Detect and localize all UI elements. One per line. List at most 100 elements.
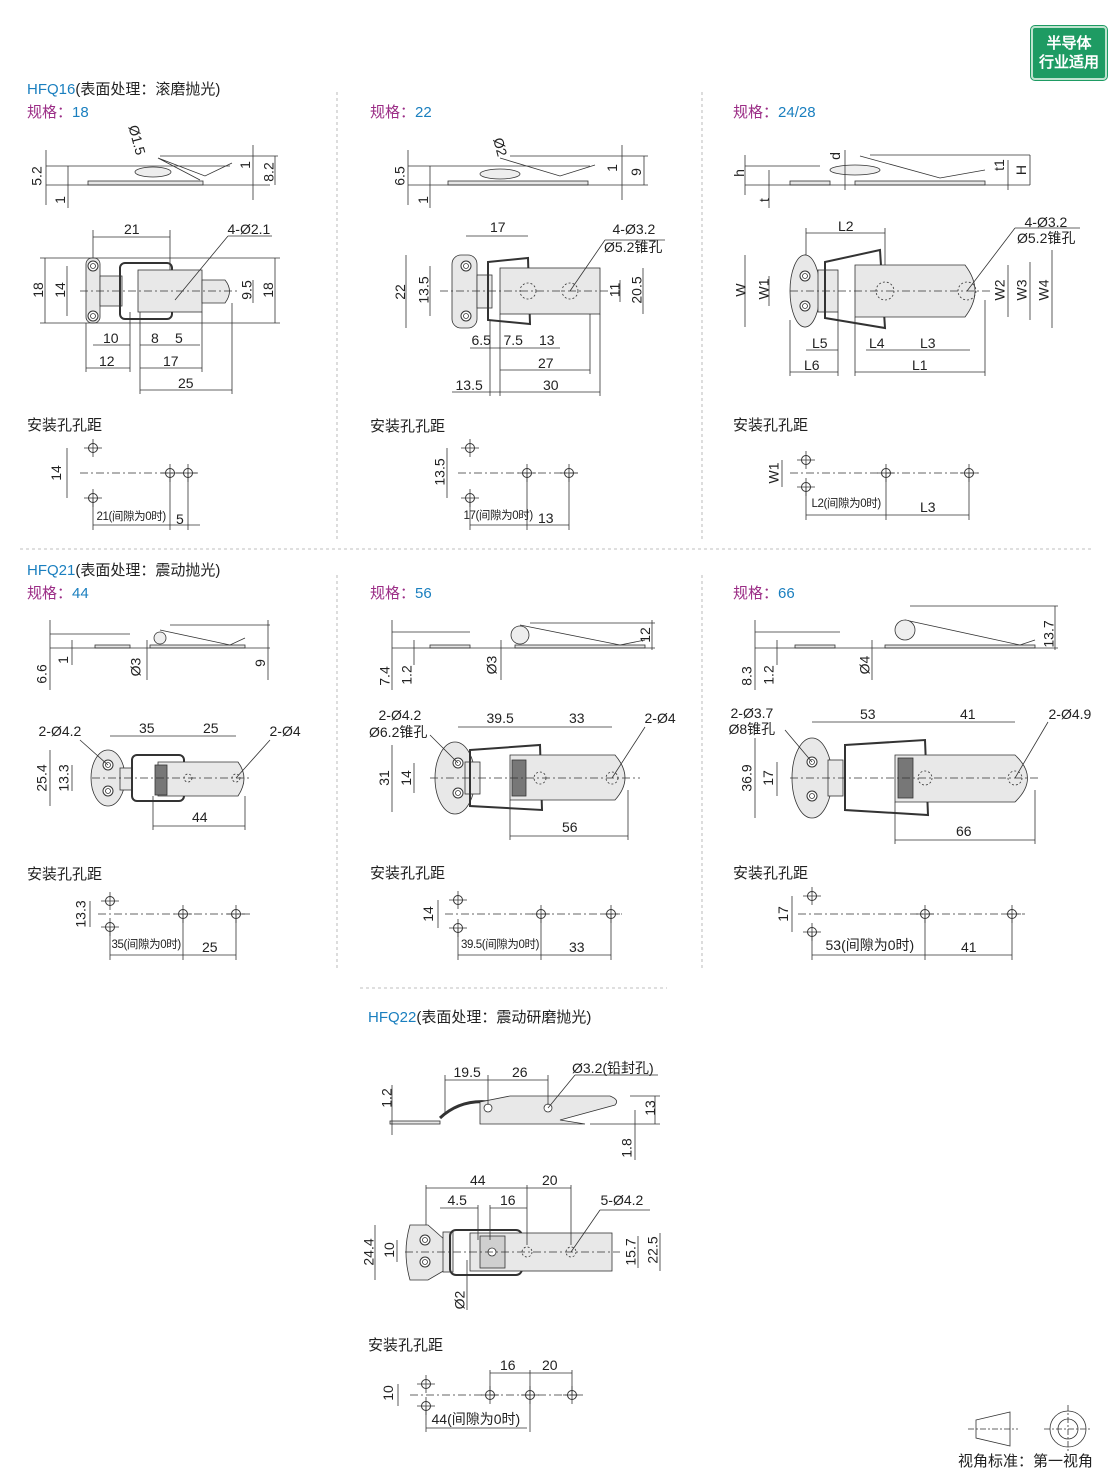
dimension-label: W4 bbox=[1035, 279, 1051, 301]
view-standard: 视角标准：第一视角 bbox=[958, 1453, 1094, 1470]
hole-spacing-label: 14 bbox=[419, 906, 436, 922]
dimension-label: 44 bbox=[470, 1172, 486, 1188]
dimension-label: W1 bbox=[755, 278, 771, 300]
spec-label: 规格： bbox=[733, 585, 779, 602]
p5-spec: 规格：56 bbox=[370, 585, 432, 603]
dimension-label: 2-Ø4.2 bbox=[378, 707, 422, 723]
dimension-label: 56 bbox=[562, 819, 578, 835]
model-name: HFQ22 bbox=[368, 1009, 417, 1026]
hole-spacing-label: L3 bbox=[920, 499, 936, 515]
dimension-label: 13 bbox=[539, 332, 555, 348]
install-hole-title: 安装孔孔距 bbox=[27, 417, 103, 434]
dimension-label: 18 bbox=[29, 282, 46, 298]
dimension-label: L3 bbox=[920, 335, 936, 351]
dimension-label: W bbox=[732, 283, 749, 297]
dimension-label: 14 bbox=[51, 282, 68, 298]
hole-spacing-label: 20 bbox=[542, 1357, 558, 1373]
p6-hole-diagram bbox=[791, 886, 1025, 960]
hole-spacing-label: 39.5(间隙为0时) bbox=[461, 939, 540, 951]
dimension-label: 12 bbox=[99, 353, 115, 369]
dimension-label: 9.5 bbox=[238, 280, 255, 300]
dimension-label: L6 bbox=[804, 357, 820, 373]
install-hole-title: 安装孔孔距 bbox=[370, 865, 446, 882]
dimension-label: 4-Ø3.2 bbox=[1024, 214, 1068, 230]
dimension-label: 27 bbox=[538, 355, 554, 371]
p4-title: HFQ21(表面处理：震动抛光) bbox=[27, 562, 220, 580]
first-angle-projection-icon bbox=[968, 1405, 1092, 1453]
dimension-label: 24.4 bbox=[360, 1238, 377, 1266]
hole-spacing-label: 10 bbox=[379, 1385, 396, 1401]
dimension-label: 10 bbox=[103, 330, 119, 346]
dimension-label: 6.5 bbox=[391, 166, 408, 186]
dimension-label: 8 bbox=[151, 330, 159, 346]
dimension-label: 5-Ø4.2 bbox=[600, 1192, 644, 1208]
dimension-label: 13.7 bbox=[1040, 620, 1057, 648]
spec-value: 44 bbox=[72, 585, 89, 602]
dimension-label: Ø2 bbox=[450, 1290, 467, 1310]
dimension-label: 8.2 bbox=[260, 162, 277, 182]
dimension-label: 20 bbox=[542, 1172, 558, 1188]
dimension-label: L5 bbox=[812, 335, 828, 351]
dimension-label: 6.5 bbox=[471, 332, 491, 348]
surface-finish: (表面处理：滚磨抛光) bbox=[75, 81, 221, 98]
p1-side-view bbox=[45, 145, 278, 208]
dimension-label: Ø6.2锥孔 bbox=[369, 724, 428, 740]
hole-spacing-label: 16 bbox=[500, 1357, 516, 1373]
dimension-label: 4.5 bbox=[447, 1192, 467, 1208]
dimension-label: 31 bbox=[375, 770, 392, 786]
p3-hole-diagram bbox=[781, 450, 980, 520]
dimension-label: Ø3 bbox=[482, 655, 499, 675]
dimension-label: 1.8 bbox=[618, 1138, 635, 1158]
spec-label: 规格： bbox=[370, 104, 416, 121]
hole-spacing-label: W1 bbox=[765, 462, 781, 484]
install-hole-title: 安装孔孔距 bbox=[368, 1337, 444, 1354]
dimension-label: 1.2 bbox=[378, 1088, 395, 1108]
spec-label: 规格： bbox=[370, 585, 416, 602]
dimension-label: 39.5 bbox=[486, 710, 514, 726]
dimension-label: 1.2 bbox=[760, 665, 777, 685]
p6-spec: 规格：66 bbox=[733, 585, 795, 603]
dimension-label: 25 bbox=[203, 720, 219, 736]
p2-top-view bbox=[405, 235, 665, 396]
dimension-label: 2-Ø3.7 bbox=[730, 705, 774, 721]
dimension-label: 5 bbox=[175, 330, 183, 346]
p7-side-view bbox=[389, 1074, 660, 1160]
dimension-label: 22.5 bbox=[644, 1236, 661, 1264]
dimension-label: 1 bbox=[54, 656, 71, 664]
dimension-label: 2-Ø4 bbox=[644, 710, 676, 726]
dimension-label: 22 bbox=[391, 284, 408, 300]
spec-value: 66 bbox=[778, 585, 795, 602]
spec-value: 18 bbox=[72, 104, 89, 121]
dimension-label: t1 bbox=[990, 159, 1007, 171]
dimension-label: 1.2 bbox=[398, 665, 415, 685]
spec-label: 规格： bbox=[27, 585, 73, 602]
dimension-label: 17 bbox=[163, 353, 179, 369]
p1-top-view bbox=[40, 230, 280, 394]
spec-value: 22 bbox=[415, 104, 432, 121]
dimension-label: 41 bbox=[960, 706, 976, 722]
dimension-label: 2-Ø4.2 bbox=[38, 723, 82, 739]
p2-spec: 规格：22 bbox=[370, 104, 432, 122]
dimension-label: 35 bbox=[139, 720, 155, 736]
dimension-label: 6.6 bbox=[33, 664, 50, 684]
dimension-label: Ø3.2(铅封孔) bbox=[572, 1060, 654, 1076]
dimension-label: L1 bbox=[912, 357, 928, 373]
dimension-label: 5.2 bbox=[28, 166, 45, 186]
dimension-label: 20.5 bbox=[628, 276, 645, 304]
dimension-label: 25 bbox=[178, 375, 194, 391]
spec-label: 规格： bbox=[733, 104, 779, 121]
dimension-label: 9 bbox=[251, 659, 268, 667]
install-hole-title: 安装孔孔距 bbox=[733, 865, 809, 882]
dimension-label: Ø4 bbox=[855, 655, 872, 675]
hole-spacing-label: 17 bbox=[774, 906, 791, 922]
dimension-label: t bbox=[755, 198, 772, 202]
dimension-label: 12 bbox=[636, 627, 653, 643]
dimension-label: 16 bbox=[500, 1192, 516, 1208]
badge-line1: 半导体 bbox=[1046, 35, 1092, 52]
p3-side-view bbox=[744, 150, 1031, 208]
dimension-label: 1 bbox=[414, 196, 431, 204]
dimension-label: 44 bbox=[192, 809, 208, 825]
p4-top-view bbox=[49, 735, 271, 830]
install-hole-title: 安装孔孔距 bbox=[27, 866, 103, 883]
